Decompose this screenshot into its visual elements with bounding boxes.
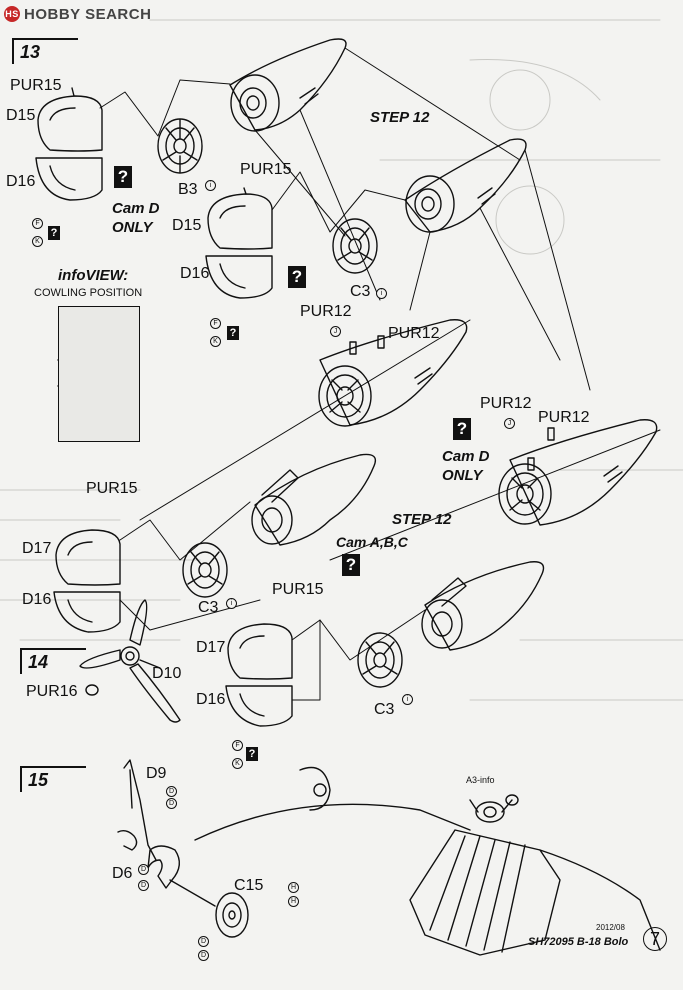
footer-kit: SH72095 B-18 Bolo bbox=[528, 936, 629, 948]
label-c3-a: C3 bbox=[350, 283, 371, 300]
note-cam-d-only-1: Cam D ONLY bbox=[112, 200, 160, 236]
background-ghost-lines bbox=[0, 19, 683, 701]
label-b3: B3 bbox=[178, 181, 198, 198]
label-pur15-c: PUR15 bbox=[86, 480, 138, 497]
cowling-d15-d16-b bbox=[205, 187, 273, 299]
cowling-d15-d16-a bbox=[35, 87, 103, 201]
glue-marker-k-icon: K bbox=[232, 758, 243, 769]
nacelle-top bbox=[229, 38, 347, 132]
label-d16-a: D16 bbox=[6, 173, 36, 190]
part-pur16 bbox=[85, 684, 99, 696]
question-mark-icon: ? bbox=[227, 326, 239, 340]
label-c3-b: C3 bbox=[198, 599, 219, 616]
glue-marker-i-icon: i bbox=[205, 180, 216, 191]
nacelle-lower-b bbox=[421, 561, 545, 651]
label-c3-c: C3 bbox=[374, 701, 395, 718]
wing-underside bbox=[194, 766, 661, 956]
glue-marker-d-icon: D bbox=[198, 936, 209, 947]
label-d16-b: D16 bbox=[180, 265, 210, 282]
info-view-box bbox=[58, 306, 140, 442]
step12-ref-upper: STEP 12 bbox=[370, 109, 430, 126]
leaders-step13-c bbox=[119, 319, 661, 631]
glue-marker-d-icon: D bbox=[138, 880, 149, 891]
label-d10: D10 bbox=[152, 665, 182, 682]
nacelle-right-cam-d bbox=[498, 419, 658, 526]
question-mark-icon: ? bbox=[246, 747, 258, 761]
label-d15-a: D15 bbox=[6, 107, 36, 124]
a3-info-label: A3-info bbox=[466, 775, 495, 785]
glue-marker-h-icon: H bbox=[288, 896, 299, 907]
leaders-step13 bbox=[99, 47, 521, 301]
logo-text: HOBBY SEARCH bbox=[24, 5, 152, 23]
label-d9: D9 bbox=[146, 765, 167, 782]
note-cam-abc: Cam A,B,C bbox=[336, 534, 408, 550]
leaders-step13-d bbox=[291, 609, 426, 701]
glue-marker-i-icon: i bbox=[402, 694, 413, 705]
nacelle-assembled-a bbox=[318, 319, 468, 427]
glue-marker-i-icon: i bbox=[226, 598, 237, 609]
glue-marker-d-icon: D bbox=[138, 864, 149, 875]
watermark-logo: HS HOBBY SEARCH bbox=[4, 5, 151, 23]
glue-marker-f-icon: F bbox=[210, 318, 221, 329]
engine-c3-b bbox=[182, 542, 228, 598]
label-pur12-b: PUR12 bbox=[388, 325, 440, 342]
label-d16-d: D16 bbox=[196, 691, 226, 708]
label-pur15-a: PUR15 bbox=[10, 77, 62, 94]
glue-marker-i-icon: i bbox=[376, 288, 387, 299]
nacelle-middle bbox=[404, 138, 527, 233]
glue-marker-d-icon: D bbox=[198, 950, 209, 961]
step12-ref-lower: STEP 12 bbox=[392, 511, 452, 528]
label-pur12-c: PUR12 bbox=[480, 395, 532, 412]
landing-gear bbox=[117, 759, 249, 938]
label-d6: D6 bbox=[112, 865, 133, 882]
label-pur15-d: PUR15 bbox=[272, 581, 324, 598]
glue-marker-f-icon: F bbox=[32, 218, 43, 229]
glue-marker-j-icon: J bbox=[330, 326, 341, 337]
engine-c3-a bbox=[332, 218, 378, 274]
nacelle-lower-a bbox=[251, 453, 377, 546]
logo-mark-icon: HS bbox=[4, 6, 20, 22]
engine-c3-c bbox=[357, 632, 403, 688]
step-13-number: 13 bbox=[20, 42, 41, 62]
label-d17-b: D17 bbox=[196, 639, 226, 656]
label-d15-b: D15 bbox=[172, 217, 202, 234]
step-15-number: 15 bbox=[28, 770, 49, 790]
cowling-d17-d16-d bbox=[225, 623, 293, 727]
label-pur15-b: PUR15 bbox=[240, 161, 292, 178]
cowling-d17-d16-c bbox=[53, 529, 121, 633]
engine-b3 bbox=[157, 118, 203, 174]
note-cam-d-only-2: Cam D ONLY bbox=[442, 448, 490, 484]
glue-marker-h-icon: H bbox=[288, 882, 299, 893]
step-13-box: 13 bbox=[12, 38, 78, 64]
glue-marker-j-icon: J bbox=[504, 418, 515, 429]
glue-marker-k-icon: K bbox=[210, 336, 221, 347]
leaders-step13-b bbox=[271, 149, 591, 391]
glue-marker-d-icon: D bbox=[166, 798, 177, 809]
info-view-title: infoVIEW: bbox=[58, 267, 129, 284]
question-mark-icon: ? bbox=[48, 226, 60, 240]
page-number: 7 bbox=[643, 927, 667, 951]
label-d16-c: D16 bbox=[22, 591, 52, 608]
label-pur16: PUR16 bbox=[26, 683, 78, 700]
label-d17-a: D17 bbox=[22, 540, 52, 557]
step-15-box: 15 bbox=[20, 766, 86, 792]
question-mark-icon: ? bbox=[288, 266, 306, 288]
label-c15: C15 bbox=[234, 877, 264, 894]
label-pur12-d: PUR12 bbox=[538, 409, 590, 426]
a3-info-detail bbox=[469, 794, 519, 823]
glue-marker-d-icon: D bbox=[166, 786, 177, 797]
step-14-box: 14 bbox=[20, 648, 86, 674]
footer-date: 2012/08 bbox=[596, 923, 625, 932]
question-mark-icon: ? bbox=[453, 418, 471, 440]
label-pur12-a: PUR12 bbox=[300, 303, 352, 320]
glue-marker-k-icon: K bbox=[32, 236, 43, 247]
info-view-subtitle: COWLING POSITION bbox=[34, 287, 143, 299]
question-mark-icon: ? bbox=[114, 166, 132, 188]
propeller-d10 bbox=[79, 599, 181, 723]
question-mark-icon: ? bbox=[342, 554, 360, 576]
step-14-number: 14 bbox=[28, 652, 49, 672]
glue-marker-f-icon: F bbox=[232, 740, 243, 751]
